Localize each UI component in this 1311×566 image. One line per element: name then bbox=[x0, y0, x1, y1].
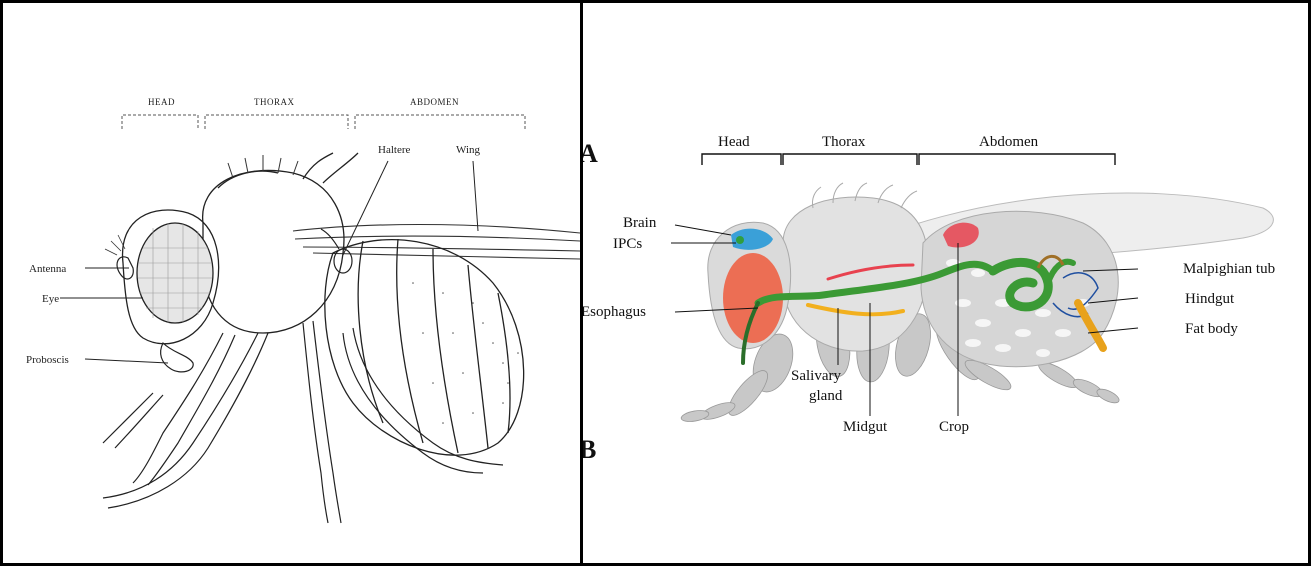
abdomen-stipple bbox=[412, 282, 519, 424]
label-antenna: Antenna bbox=[29, 263, 66, 275]
thorax-shape bbox=[783, 197, 928, 351]
label-malpighian: Malpighian tub bbox=[1183, 261, 1275, 277]
fly-anatomy-diagram: A B Head Thorax Abdomen bbox=[583, 3, 1308, 563]
right-panel-anatomy: A B Head Thorax Abdomen bbox=[583, 3, 1308, 563]
section-label-thorax: Thorax bbox=[822, 134, 866, 150]
section-label-thorax: THORAX bbox=[254, 97, 295, 107]
section-label-abdomen: Abdomen bbox=[979, 134, 1039, 150]
label-salivary-line2: gland bbox=[809, 388, 843, 404]
section-label-head: Head bbox=[718, 134, 750, 150]
label-salivary-line1: Salivary bbox=[791, 368, 841, 384]
label-esophagus: Esophagus bbox=[583, 304, 646, 320]
section-label-head: HEAD bbox=[148, 97, 175, 107]
section-brackets bbox=[122, 115, 525, 129]
label-ipcs: IPCs bbox=[613, 236, 642, 252]
panel-letter-b: B bbox=[583, 435, 596, 464]
legs-drawing bbox=[103, 321, 503, 523]
ipcs-shape bbox=[736, 236, 744, 244]
label-fat-body: Fat body bbox=[1185, 321, 1238, 337]
abdomen-drawing bbox=[325, 239, 524, 455]
fly-line-drawing: HEAD THORAX ABDOMEN bbox=[3, 3, 580, 563]
label-proboscis: Proboscis bbox=[26, 354, 69, 366]
section-label-abdomen: ABDOMEN bbox=[410, 97, 459, 107]
label-haltere: Haltere bbox=[378, 144, 410, 156]
label-crop: Crop bbox=[939, 419, 969, 435]
label-eye: Eye bbox=[42, 293, 59, 305]
section-brackets bbox=[702, 154, 1115, 165]
label-hindgut: Hindgut bbox=[1185, 291, 1235, 307]
left-panel-line-drawing: HEAD THORAX ABDOMEN bbox=[3, 3, 583, 563]
panel-letter-a: A bbox=[583, 139, 598, 168]
label-wing: Wing bbox=[456, 144, 480, 156]
label-midgut: Midgut bbox=[843, 419, 888, 435]
head-drawing bbox=[105, 210, 219, 372]
label-brain: Brain bbox=[623, 215, 657, 231]
